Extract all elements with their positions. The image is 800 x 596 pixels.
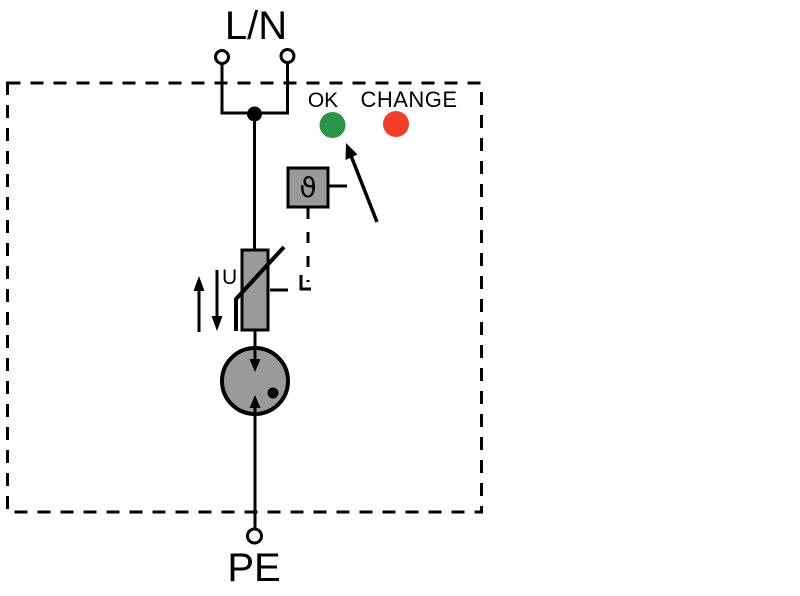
terminal-circle-right [279, 48, 296, 64]
status-indicators: OK CHANGE [308, 87, 457, 138]
gap-top-arrow-head [249, 359, 261, 372]
thermal-disconnect: ϑ [286, 166, 347, 291]
varistor-diagonal-stroke [234, 245, 286, 331]
pe-terminal: PE [227, 527, 281, 590]
change-led-red [383, 111, 409, 137]
up-arrow-head [193, 276, 205, 291]
ok-led-green [319, 112, 346, 138]
varistor [234, 245, 288, 332]
ln-terminals [214, 48, 296, 122]
linkage-hook [299, 275, 311, 291]
arrow-shaft [349, 156, 379, 223]
voltage-label: U [222, 266, 237, 289]
ok-label: OK [308, 89, 338, 112]
thermal-disconnect-box [286, 166, 330, 209]
voltage-arrows: U [193, 266, 237, 332]
change-label: CHANGE [360, 87, 457, 112]
device-boundary-dashed-box [6, 81, 483, 514]
terminal-circle-left [214, 49, 230, 65]
gap-bottom-arrow-head [249, 395, 261, 408]
down-arrow-head [211, 316, 223, 331]
terminal-circle-pe [246, 527, 263, 545]
gap-indicator-dot [267, 387, 279, 399]
ln-terminal-label: L/N [225, 4, 287, 48]
indicator-pointer-arrow [345, 143, 379, 223]
thermal-symbol-theta: ϑ [299, 171, 316, 204]
spark-gap [220, 346, 290, 416]
pe-terminal-label: PE [227, 546, 280, 590]
arrow-head [345, 143, 358, 160]
